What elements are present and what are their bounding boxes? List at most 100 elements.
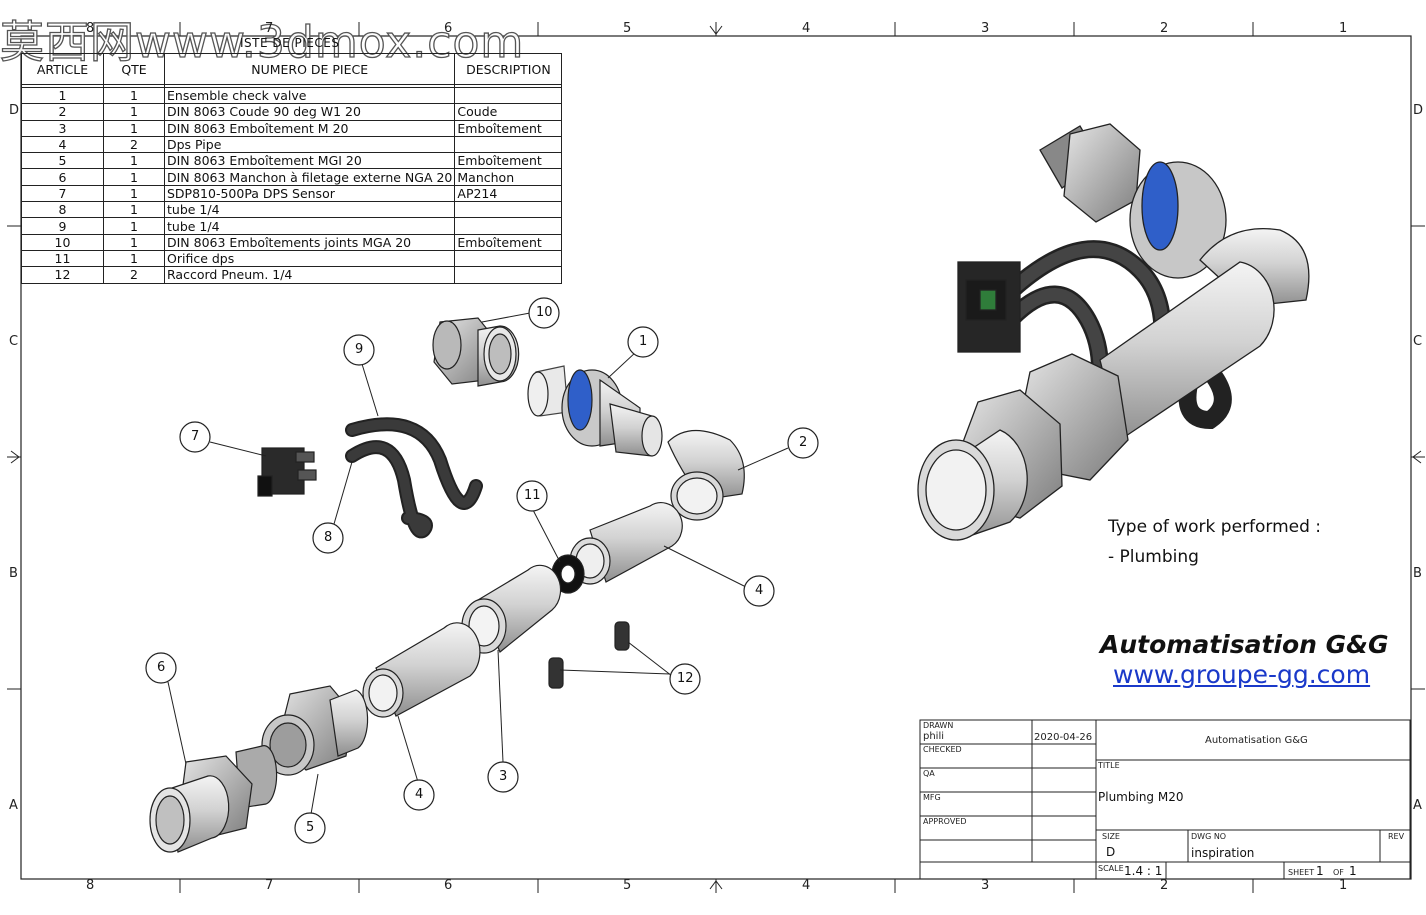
balloon-8: [312, 522, 344, 554]
zone-col-4-top: 4: [802, 21, 811, 36]
company-name: Automatisation G&G: [1100, 630, 1389, 659]
zone-row-c-right: C: [1413, 334, 1423, 349]
balloon-6: [145, 652, 177, 684]
zone-col-5-top: 5: [623, 21, 632, 36]
tb-title: Plumbing M20: [1098, 790, 1184, 804]
tb-dwg-no: inspiration: [1191, 846, 1255, 860]
parts-list-table: ARTICLE QTE NUMERO DE PIECE DESCRIPTION …: [21, 53, 563, 284]
zone-row-b-right: B: [1413, 566, 1422, 581]
cell-article: 12: [21, 266, 104, 284]
balloon-label-1: 1: [639, 334, 648, 349]
balloon-10: [528, 297, 560, 329]
balloon-4-upper: [743, 575, 775, 607]
company-website-link[interactable]: www.groupe-gg.com: [1113, 660, 1371, 689]
balloon-1: [627, 326, 659, 358]
cell-description: Emboîtement: [454, 233, 563, 251]
tb-scale-label: SCALE: [1098, 864, 1124, 873]
tb-size: D: [1106, 845, 1116, 859]
zone-col-1-bottom: 1: [1339, 878, 1348, 893]
balloon-2: [787, 427, 819, 459]
balloon-label-11: 11: [524, 488, 541, 503]
zone-col-2-top: 2: [1160, 21, 1169, 36]
zone-col-1-top: 1: [1339, 21, 1348, 36]
header-qty: QTE: [103, 53, 165, 85]
tb-approved-label: APPROVED: [923, 817, 967, 826]
zone-col-3-bottom: 3: [981, 878, 990, 893]
cell-part-number: Orifice dps: [163, 249, 456, 268]
tb-checked-label: CHECKED: [923, 745, 962, 754]
header-description: DESCRIPTION: [454, 53, 563, 85]
cell-description: Coude: [454, 103, 563, 121]
zone-row-d-left: D: [9, 103, 20, 118]
balloon-label-8: 8: [324, 530, 333, 545]
zone-col-6-bottom: 6: [444, 878, 453, 893]
cell-part-number: DIN 8063 Manchon à filetage externe NGA …: [163, 168, 456, 186]
cell-description: Emboîtement: [454, 119, 563, 137]
header-part-number: NUMERO DE PIECE: [163, 53, 456, 85]
parts-list-header-row: ARTICLE QTE NUMERO DE PIECE DESCRIPTION: [21, 53, 563, 85]
balloon-5: [294, 812, 326, 844]
balloon-3: [487, 761, 519, 793]
cell-description: Manchon: [454, 168, 563, 186]
tb-mfg-label: MFG: [923, 793, 941, 802]
balloon-label-12: 12: [677, 671, 694, 686]
zone-row-d-right: D: [1413, 103, 1424, 118]
zone-row-b-left: B: [9, 566, 18, 581]
zone-col-7-bottom: 7: [265, 878, 274, 893]
balloon-label-3: 3: [499, 769, 508, 784]
cell-part-number: Raccord Pneum. 1/4: [163, 266, 456, 284]
balloon-label-4-lower: 4: [415, 787, 424, 802]
balloon-label-10: 10: [536, 305, 553, 320]
balloon-12: [669, 663, 701, 695]
zone-col-8-bottom: 8: [86, 878, 95, 893]
balloon-label-5: 5: [306, 820, 315, 835]
balloon-7: [179, 421, 211, 453]
tb-drawn-label: DRAWN: [923, 721, 954, 730]
cell-part-number: DIN 8063 Emboîtement MGI 20: [163, 152, 456, 170]
balloon-label-6: 6: [157, 660, 166, 675]
balloon-label-4-upper: 4: [755, 583, 764, 598]
balloon-11: [516, 480, 548, 512]
tb-sheet-label: SHEET: [1288, 868, 1315, 877]
balloon-label-2: 2: [799, 435, 808, 450]
tb-size-label: SIZE: [1102, 832, 1120, 841]
zone-col-4-bottom: 4: [802, 878, 811, 893]
balloon-label-9: 9: [355, 342, 364, 357]
zone-col-3-top: 3: [981, 21, 990, 36]
tb-of: 1: [1349, 864, 1357, 878]
parts-list-caption: ISTE DE PIECES: [240, 36, 340, 50]
zone-col-6-top: 6: [444, 21, 453, 36]
tb-sheet: 1: [1316, 864, 1324, 878]
zone-col-2-bottom: 2: [1160, 878, 1169, 893]
zone-row-a-right: A: [1413, 798, 1422, 813]
tb-drawn-by: phili: [923, 731, 945, 742]
balloon-4-lower: [403, 779, 435, 811]
cell-part-number: DIN 8063 Coude 90 deg W1 20: [163, 103, 456, 121]
zone-col-7-top: 7: [265, 21, 274, 36]
zone-row-c-left: C: [9, 334, 19, 349]
tb-qa-label: QA: [923, 769, 935, 778]
work-note: Type of work performed : - Plumbing: [1108, 512, 1321, 572]
balloon-9: [343, 334, 375, 366]
tb-rev-label: REV: [1388, 832, 1405, 841]
zone-col-5-bottom: 5: [623, 878, 632, 893]
tb-company: Automatisation G&G: [1205, 735, 1308, 746]
zone-row-a-left: A: [9, 798, 18, 813]
tb-scale: 1.4 : 1: [1124, 864, 1163, 878]
tb-title-label: TITLE: [1098, 761, 1120, 770]
zone-col-8-top: 8: [86, 21, 95, 36]
work-note-title: Type of work performed :: [1108, 517, 1322, 537]
tb-of-label: OF: [1333, 868, 1344, 877]
cell-description: [454, 266, 563, 284]
tb-dwg-label: DWG NO: [1191, 832, 1227, 841]
